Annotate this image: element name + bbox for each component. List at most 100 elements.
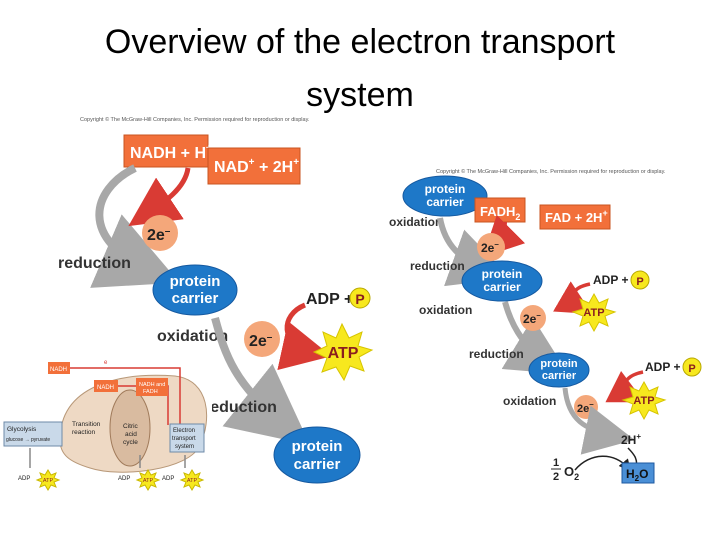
inset-atp-2: ATP <box>143 478 154 484</box>
carrier-2-line-2: carrier <box>294 456 341 473</box>
inset-ets-3: system <box>175 444 194 450</box>
inset-red-path-1 <box>70 367 181 425</box>
water-label: H2O <box>626 467 648 483</box>
label-reduction-1: reduction <box>58 255 131 272</box>
nad-box <box>207 147 301 185</box>
red-arrow-adp <box>277 302 332 370</box>
inset-transition-2: reaction <box>72 429 96 436</box>
water-box <box>621 462 655 484</box>
right-electron-label-1: 2e– <box>481 240 499 255</box>
right-adp-label-2: ADP + <box>645 360 680 374</box>
inset-nadh-box-2 <box>94 380 118 392</box>
right-electron-disc-1 <box>477 233 505 261</box>
left-figure: NADH + H+ NAD+ + 2H+ 2e– reduction prote… <box>58 134 374 484</box>
right-red-arrow-adp-2 <box>605 370 645 403</box>
inset-citric-2: acid <box>125 431 137 438</box>
electron-label-2: 2e– <box>249 332 273 350</box>
carrier-2-line-1: protein <box>292 438 343 455</box>
right-label-oxidation-3: oxidation <box>503 394 556 408</box>
phosphate-circle <box>349 287 371 309</box>
electron-label-1: 2e– <box>147 226 171 244</box>
mitochondrion-inner <box>109 389 151 467</box>
right-carrier-1-line-2: carrier <box>426 195 464 209</box>
protein-carrier-2 <box>273 426 361 484</box>
carrier-1-line-1: protein <box>170 273 221 290</box>
right-gray-arrow-3 <box>562 387 635 455</box>
inset-transition-1: Transition <box>72 421 101 428</box>
inset-nadh-box-1 <box>48 362 70 374</box>
electron-disc-1 <box>142 215 178 251</box>
right-phosphate-label-2: P <box>688 363 695 375</box>
right-carrier-2-line-2: carrier <box>483 280 521 294</box>
inset-adp-3: ADP <box>162 476 174 482</box>
inset-glycolysis-box <box>3 421 63 447</box>
right-carrier-1-line-1: protein <box>425 182 466 196</box>
right-carrier-3 <box>528 352 590 388</box>
inset-atp-burst-3 <box>179 469 205 491</box>
inset-citric-1: Citric <box>123 423 139 430</box>
inset-glycolysis: Glycolysis <box>7 426 37 433</box>
right-carrier-1 <box>402 175 488 217</box>
right-carrier-3-line-1: protein <box>540 358 578 370</box>
half-denominator: 2 <box>553 471 559 483</box>
slide-title-line-1: Overview of the electron transport <box>104 23 616 61</box>
right-adp-label-1: ADP + <box>593 273 628 287</box>
right-copyright: Copyright © The McGraw-Hill Companies, I… <box>436 169 666 175</box>
atp-label: ATP <box>328 345 359 362</box>
right-phosphate-label-1: P <box>636 276 643 288</box>
fad-box <box>539 204 611 230</box>
right-carrier-3-line-2: carrier <box>542 370 577 382</box>
right-figure: protein carrier FADH2 FAD + 2H+ oxidatio… <box>389 175 702 484</box>
right-electron-disc-2 <box>520 305 546 331</box>
right-label-oxidation-1: oxidation <box>389 215 442 229</box>
nad-label: NAD+ + 2H+ <box>214 157 299 176</box>
right-electron-label-2: 2e– <box>523 311 541 326</box>
inset-atp-burst-1 <box>35 469 61 491</box>
label-oxidation: oxidation <box>157 328 228 345</box>
inset-glucose-pyruvate: glucose → pyruvate <box>6 437 50 443</box>
inset-ets-2: transport <box>172 436 196 442</box>
fad-label: FAD + 2H+ <box>545 208 608 225</box>
right-atp-label-1: ATP <box>583 307 604 319</box>
label-reduction-2: reduction <box>204 399 277 416</box>
inset-ets-1: Electron <box>173 428 195 434</box>
adp-label: ADP + <box>306 291 353 308</box>
half-numerator: 1 <box>553 457 559 469</box>
inset-adp-1: ADP <box>18 476 30 482</box>
inset-ets-box <box>169 423 205 453</box>
oxygen-label: O2 <box>564 464 579 482</box>
oxygen-to-water-arrow <box>574 455 631 472</box>
phosphate-label: P <box>355 291 364 307</box>
right-2h-label: 2H+ <box>621 432 641 447</box>
inset-citric-3: cycle <box>123 439 138 446</box>
inset-atp-burst-2 <box>135 469 161 491</box>
inset-adp-2: ADP <box>118 476 130 482</box>
inset-atp-1: ATP <box>43 478 54 484</box>
reduction-arrow-2 <box>211 316 310 445</box>
inset-nadh-fadh-box <box>136 378 168 396</box>
inset-figure: NADH e NADH NADH and FADH Glycolysis glu… <box>0 360 212 491</box>
red-arrow-nad <box>128 167 191 227</box>
inset-atp-3: ATP <box>187 478 198 484</box>
right-atp-burst-1 <box>571 292 617 333</box>
slide-title-line-2: system <box>306 76 414 114</box>
right-atp-label-2: ATP <box>633 395 654 407</box>
right-phosphate-1 <box>630 270 650 290</box>
inset-nadh-1: NADH <box>50 367 67 373</box>
atp-starburst <box>312 322 374 382</box>
right-label-reduction-1: reduction <box>410 259 465 273</box>
right-label-reduction-2: reduction <box>469 347 524 361</box>
carrier-1-line-2: carrier <box>172 290 219 307</box>
inset-nadh-2: NADH <box>97 385 114 391</box>
left-copyright: Copyright © The McGraw-Hill Companies, I… <box>80 117 310 123</box>
inset-nadh-fadh-2: FADH <box>143 389 158 395</box>
protein-carrier-1 <box>152 264 238 316</box>
inset-nadh-fadh-1: NADH and <box>139 382 165 388</box>
right-label-oxidation-2: oxidation <box>419 303 472 317</box>
right-carrier-2-line-1: protein <box>482 267 523 281</box>
reduction-arrow-1 <box>90 164 180 288</box>
right-phosphate-2 <box>682 357 702 377</box>
inset-e-mark-1: e <box>104 360 108 366</box>
right-carrier-2 <box>461 260 543 302</box>
